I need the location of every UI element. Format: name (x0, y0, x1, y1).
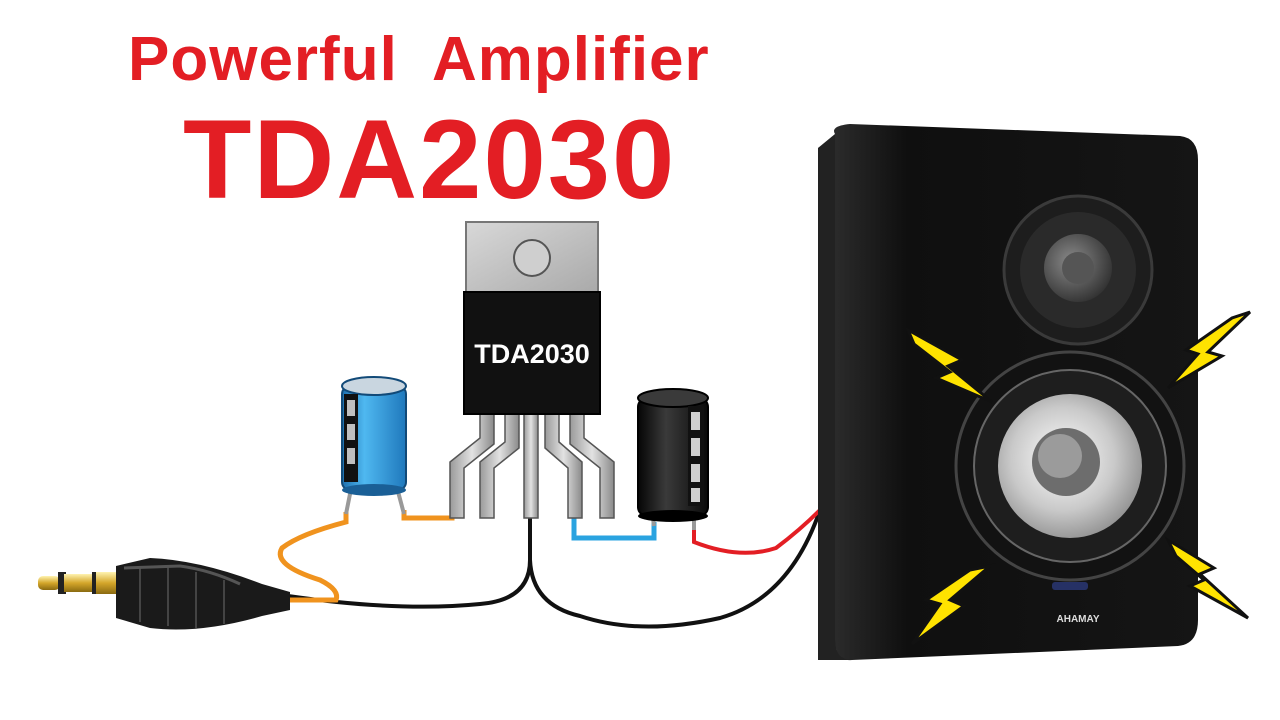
chip-pins (449, 411, 615, 519)
lightning-bolt-icon (1166, 310, 1252, 390)
electrolytic-capacitor-icon (341, 376, 407, 515)
lightning-bolt-icon (910, 563, 996, 646)
wire-black-ground-to-speaker (528, 509, 822, 629)
speaker-brand-label: AHAMAY (1057, 614, 1100, 625)
ic-chip-to220-icon: TDA2030 (449, 221, 615, 519)
title-line-1: Powerful Amplifier (128, 25, 710, 94)
audio-jack-3.5mm-icon (38, 558, 290, 630)
woofer (954, 350, 1186, 582)
lightning-bolt-icon (904, 326, 993, 404)
title-line-2: TDA2030 (183, 97, 677, 222)
lightning-bolt-icon (1164, 536, 1250, 620)
wire-orange-cap-to-pin1 (401, 510, 455, 521)
speaker-icon: AHAMAY (818, 124, 1198, 661)
tweeter (1002, 194, 1154, 346)
wire-red-to-speaker (692, 508, 822, 555)
wire-orange-input (277, 512, 349, 603)
chip-label: TDA2030 (474, 339, 590, 369)
wire-blue-pin4-to-cap (571, 515, 657, 541)
electrolytic-capacitor-icon (637, 388, 709, 530)
wire-black-ground-to-jack (287, 515, 532, 609)
